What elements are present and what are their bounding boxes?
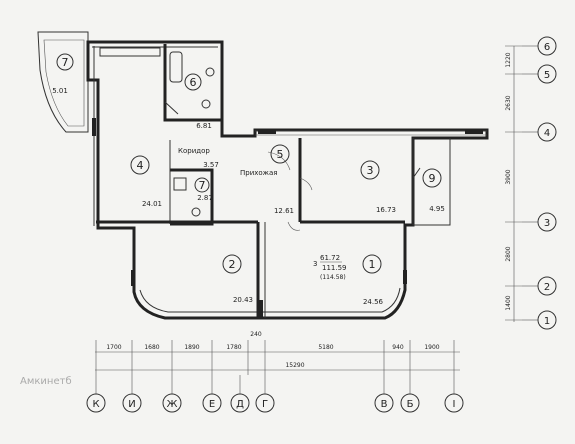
dim-1890: 1890	[184, 344, 199, 351]
room-7-area: 2.87	[197, 194, 213, 202]
toilet-7-icon	[191, 207, 201, 217]
room-9-door	[412, 167, 421, 179]
dim-1700: 1700	[106, 344, 121, 351]
axis-3: 3	[544, 218, 550, 229]
door-swing-room1	[287, 221, 301, 231]
room-4-area: 24.01	[142, 200, 162, 208]
room-8-marker: 7	[56, 53, 74, 71]
room-8-area: 5.01	[52, 87, 68, 95]
dim-right-2800: 2800	[505, 246, 512, 261]
exterior-wall-bottom-inner	[139, 287, 401, 313]
dim-right-ticks	[505, 45, 522, 321]
dim-right-1220: 1220	[505, 52, 512, 67]
window-hatch-2	[131, 270, 135, 286]
axis-bottom-markers: К И Ж Е Д Г В Б I	[86, 375, 464, 413]
axis-4: 4	[544, 128, 550, 139]
axis-6: 6	[544, 42, 550, 53]
wall-hatch-top	[255, 130, 487, 136]
apartment-total-with-balcony: (114.58)	[320, 274, 346, 281]
room-2-area: 20.43	[233, 296, 253, 304]
dim-1900: 1900	[424, 344, 439, 351]
axis-G: Г	[262, 399, 268, 410]
room-3-area: 16.73	[376, 206, 396, 214]
room-1-number: 1	[369, 258, 376, 271]
axis-E: Е	[209, 399, 215, 410]
room-2-marker: 2	[222, 254, 242, 274]
axis-2: 2	[544, 282, 550, 293]
sink-icon	[205, 67, 215, 77]
axis-K: К	[92, 399, 99, 410]
room-6-number: 6	[190, 76, 197, 89]
corridor-label: Коридор	[178, 147, 210, 155]
dim-total: 15290	[285, 362, 304, 369]
dim-5180: 5180	[318, 344, 333, 351]
room-6-area: 6.81	[196, 122, 212, 130]
apartment-living-area: 61.72	[320, 254, 340, 262]
room-7-number: 7	[199, 179, 206, 192]
axis-I: И	[128, 399, 135, 410]
room-4-number: 4	[137, 159, 144, 172]
room-9-number: 9	[429, 172, 436, 185]
room-9-marker: 9	[422, 168, 442, 188]
apartment-total-area: 111.59	[322, 264, 347, 272]
room-1-marker: 1	[362, 254, 382, 274]
exterior-wall	[86, 40, 489, 320]
room-7-marker: 7	[194, 177, 210, 193]
room-6-marker: 6	[184, 73, 202, 91]
room-4-marker: 4	[130, 155, 150, 175]
axis-Zh: Ж	[167, 399, 178, 410]
hallway-label: Прихожая	[240, 169, 278, 177]
window-hatch-6	[465, 130, 483, 134]
window-hatch-3	[259, 300, 263, 318]
axis-D: Д	[236, 399, 244, 410]
room-5-number: 5	[277, 148, 284, 161]
kitchen-counter	[99, 47, 161, 57]
axis-1: 1	[544, 316, 550, 327]
toilet-icon	[201, 99, 211, 109]
apartment-room-count: 3	[313, 260, 317, 268]
dim-right-1400: 1400	[505, 295, 512, 310]
axis-right-markers: 6 5 4 3 2 1	[522, 36, 557, 330]
room-8-number: 7	[62, 56, 69, 69]
shower-icon	[173, 177, 187, 191]
room-3-marker: 3	[360, 160, 380, 180]
dim-right-2630: 2630	[505, 95, 512, 110]
room-3-number: 3	[367, 164, 374, 177]
window-hatch-1	[92, 118, 96, 136]
axis-B: Б	[407, 399, 414, 410]
bathroom-6-door-gap	[164, 101, 179, 115]
window-hatch-5	[258, 130, 276, 134]
window-hatch-4	[403, 270, 407, 284]
bathroom-6-walls	[163, 44, 222, 122]
bathroom-7-walls	[170, 168, 214, 226]
room-2-number: 2	[229, 258, 236, 271]
room-5-area: 12.61	[274, 207, 294, 215]
dim-1680: 1680	[144, 344, 159, 351]
dim-1780: 1780	[226, 344, 241, 351]
balcony-8-outline	[37, 31, 89, 133]
door-swing-room3	[299, 177, 313, 191]
room-9-walls	[412, 138, 451, 226]
bathtub-icon	[169, 51, 183, 83]
room-5-marker: 5	[270, 144, 290, 164]
axis-5: 5	[544, 70, 550, 81]
corridor-area: 3.57	[203, 161, 219, 169]
dim-ticks	[95, 340, 455, 375]
axis-V: В	[381, 399, 388, 410]
stamp-text: Амкинетб	[20, 376, 72, 387]
room-9-area: 4.95	[429, 205, 445, 213]
dim-240: 240	[250, 331, 262, 338]
balcony-8-inner	[43, 39, 85, 127]
room-1-area: 24.56	[363, 298, 384, 306]
axis-A: I	[453, 399, 456, 410]
dim-940: 940	[392, 344, 404, 351]
dim-right-3900: 3900	[505, 169, 512, 184]
